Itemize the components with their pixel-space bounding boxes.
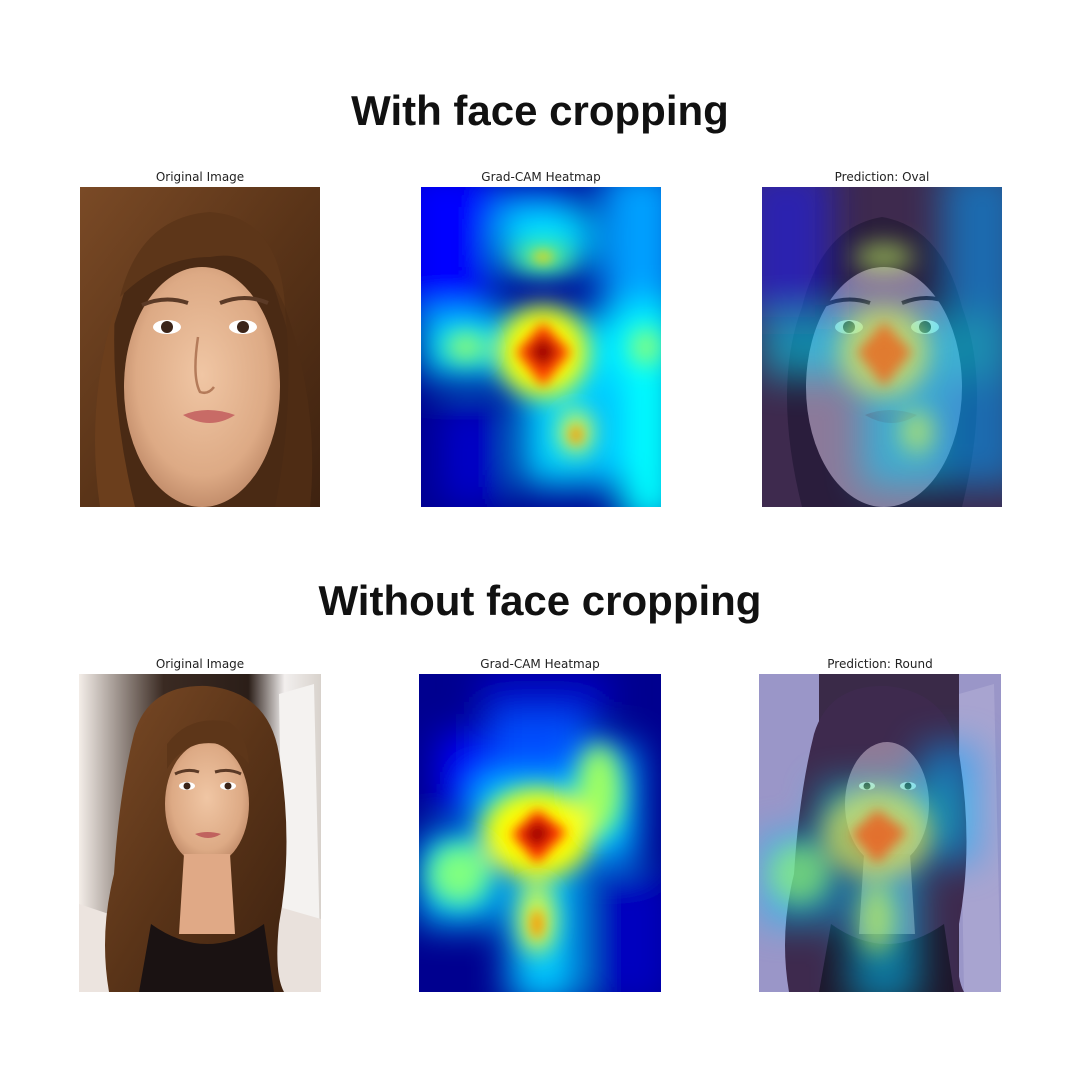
gradcam-heatmap-uncropped [419, 674, 661, 992]
panel-caption: Original Image [155, 170, 245, 184]
panel-prediction-cropped: Prediction: Oval [762, 170, 1002, 507]
gradcam-heatmap-cropped [421, 187, 661, 507]
panel-caption: Grad-CAM Heatmap [481, 170, 601, 184]
panel-heatmap-uncropped: Grad-CAM Heatmap [419, 657, 661, 992]
panel-caption: Prediction: Oval [834, 170, 930, 184]
panel-original-cropped: Original Image [80, 170, 320, 507]
face-photo-cropped [80, 187, 320, 507]
panel-caption: Grad-CAM Heatmap [480, 657, 600, 671]
section-title-cropped: With face cropping [351, 87, 729, 134]
panel-heatmap-cropped: Grad-CAM Heatmap [421, 170, 661, 507]
prediction-overlay-uncropped [759, 674, 1001, 992]
panel-caption: Original Image [155, 657, 245, 671]
panel-caption: Prediction: Round [827, 657, 933, 671]
section-title-uncropped: Without face cropping [318, 577, 762, 624]
prediction-overlay-cropped [762, 187, 1002, 507]
panel-original-uncropped: Original Image [79, 657, 321, 992]
face-photo-uncropped [79, 674, 321, 992]
panel-prediction-uncropped: Prediction: Round [759, 657, 1001, 992]
